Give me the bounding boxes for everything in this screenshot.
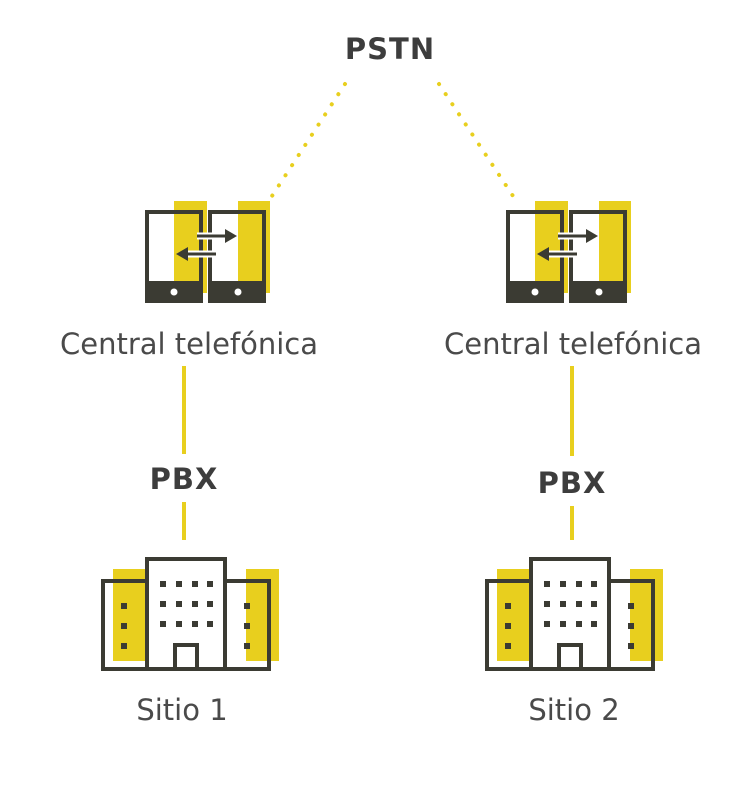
site-label-2: Sitio 2 xyxy=(528,693,620,727)
exchange-label-1: Central telefónica xyxy=(59,327,319,361)
office-building-icon xyxy=(483,557,665,671)
exchange-label-2: Central telefónica xyxy=(443,327,703,361)
pbx-label-2: PBX xyxy=(537,466,607,500)
pbx-label-1: PBX xyxy=(149,462,219,496)
site-label-1: Sitio 1 xyxy=(136,693,228,727)
pstn-link-left xyxy=(270,82,347,198)
telephone-exchange-icon xyxy=(506,201,631,303)
telephone-exchange-icon xyxy=(145,201,270,303)
pstn-link-right xyxy=(437,82,515,198)
office-building-icon xyxy=(99,557,281,671)
pstn-label: PSTN xyxy=(344,32,436,66)
